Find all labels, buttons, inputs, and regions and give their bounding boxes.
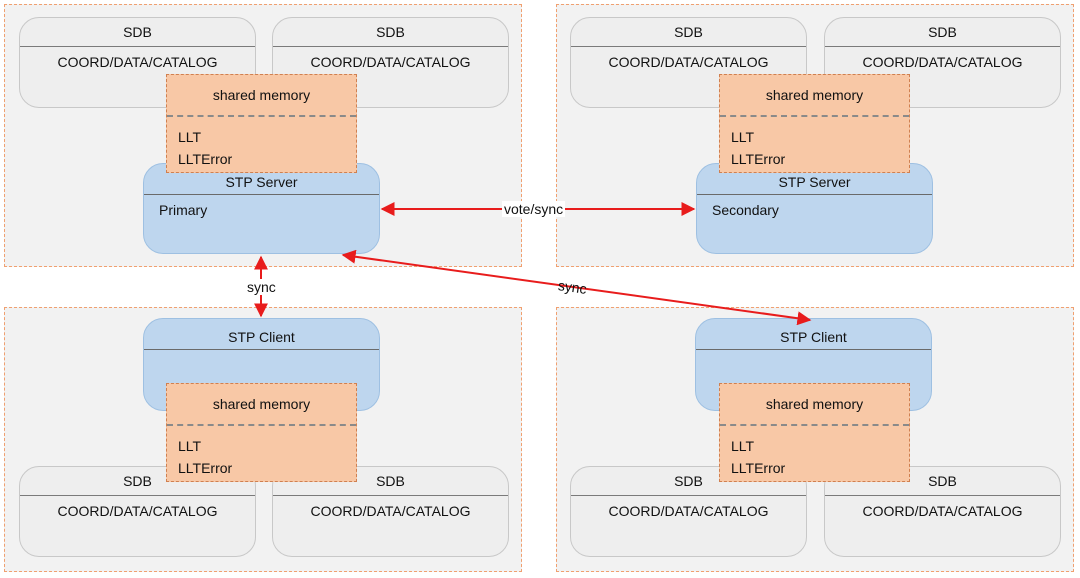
sdb-title: SDB [571,467,806,496]
sdb-title: SDB [273,467,508,496]
role-secondary: Secondary [712,202,779,218]
stp-client-title: STP Client [696,319,931,350]
llterror-item: LLTError [178,460,233,476]
sdb-title: SDB [273,18,508,47]
sdb-title: SDB [20,18,255,47]
sdb-subtitle: COORD/DATA/CATALOG [608,503,769,519]
llterror-item: LLTError [731,151,786,167]
sdb-subtitle: COORD/DATA/CATALOG [310,503,471,519]
shared-memory: shared memory LLT LLTError [166,383,357,482]
stp-client-title: STP Client [144,319,379,350]
stp-server-title: STP Server [144,164,379,195]
sdb-title: SDB [825,18,1060,47]
shared-memory-title: shared memory [720,75,909,117]
sdb-node: SDB COORD/DATA/CATALOG [19,17,256,108]
llterror-item: LLTError [731,460,786,476]
shared-memory: shared memory LLT LLTError [166,74,357,173]
sdb-title: SDB [571,18,806,47]
sync-vertical-label: sync [245,279,278,295]
sdb-node: SDB COORD/DATA/CATALOG [824,466,1061,557]
sdb-title: SDB [20,467,255,496]
sdb-subtitle: COORD/DATA/CATALOG [608,54,769,70]
vote-sync-label: vote/sync [502,201,566,217]
sdb-title: SDB [825,467,1060,496]
shared-memory: shared memory LLT LLTError [719,74,910,173]
sync-diagonal-arrow [341,249,812,326]
role-primary: Primary [159,202,208,218]
llt-item: LLT [731,129,755,145]
stp-server-secondary: STP Server Secondary [696,163,933,254]
llt-item: LLT [178,129,202,145]
llt-item: LLT [178,438,202,454]
stp-server-title: STP Server [697,164,932,195]
stp-server-primary: STP Server Primary [143,163,380,254]
shared-memory-title: shared memory [167,384,356,426]
shared-memory-title: shared memory [720,384,909,426]
sdb-subtitle: COORD/DATA/CATALOG [862,54,1023,70]
sdb-subtitle: COORD/DATA/CATALOG [862,503,1023,519]
llt-item: LLT [731,438,755,454]
sdb-subtitle: COORD/DATA/CATALOG [57,503,218,519]
sdb-subtitle: COORD/DATA/CATALOG [310,54,471,70]
llterror-item: LLTError [178,151,233,167]
shared-memory-title: shared memory [167,75,356,117]
shared-memory: shared memory LLT LLTError [719,383,910,482]
sdb-subtitle: COORD/DATA/CATALOG [57,54,218,70]
